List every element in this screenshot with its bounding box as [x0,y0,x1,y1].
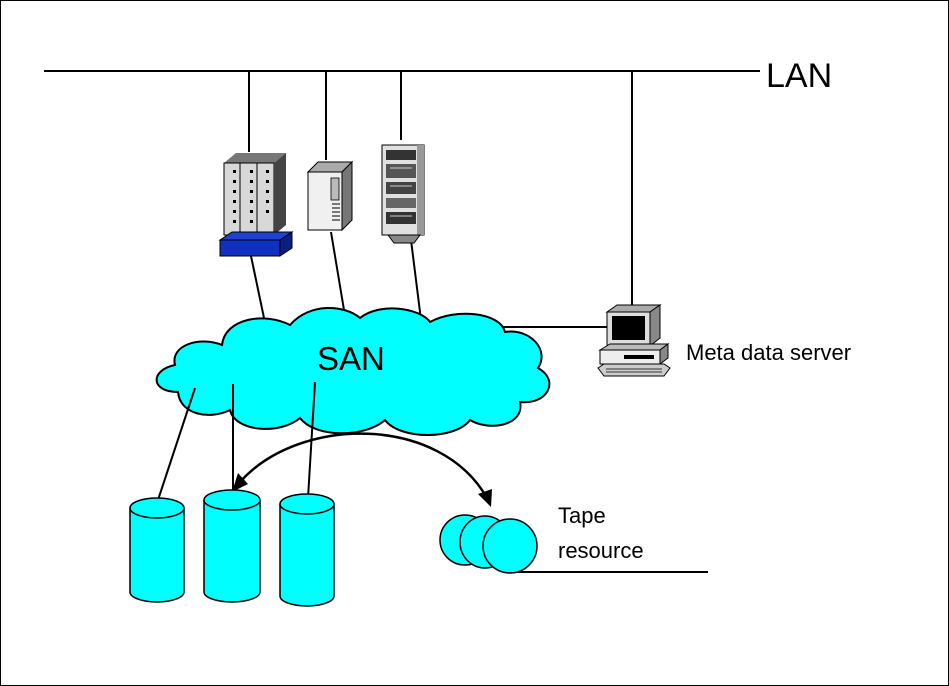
lan-label: LAN [766,57,833,95]
tape-resource-label-line1: Tape [558,503,606,528]
disk-icon [129,497,185,603]
san-link-disk-1 [157,387,196,501]
san-link-server-2 [330,231,346,317]
san-link-server-1 [250,255,265,319]
tape-icon [439,514,708,574]
meta-data-server-label: Meta data server [686,340,852,365]
san-cloud [155,307,551,436]
san-label: SAN [317,340,385,377]
disk-icon [203,489,261,603]
rack-server-icon [381,144,425,244]
tape-resource-label-line2: resource [558,538,644,563]
workstation-icon [597,304,671,377]
disk-icon [279,493,335,607]
mainframe-server-icon [218,153,294,257]
san-link-server-3 [410,239,422,321]
tower-server-icon [306,160,354,232]
data-movement-arrow [232,432,492,507]
